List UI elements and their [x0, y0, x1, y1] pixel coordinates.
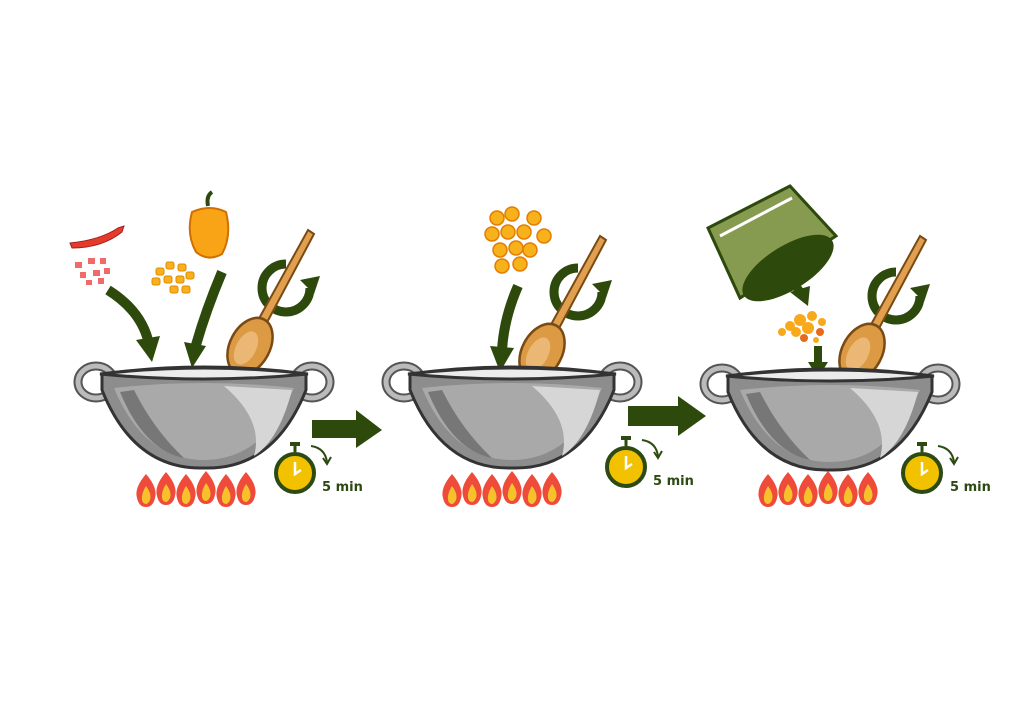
arrow-head-icon [790, 286, 810, 306]
arrow-down-icon [497, 283, 523, 351]
flames-icon [758, 471, 877, 507]
corn-icon [151, 261, 195, 294]
timer-label: 5 min [950, 480, 991, 495]
arrow-down-icon [105, 285, 153, 342]
spices-icon [778, 311, 826, 343]
step-3: 5 min [704, 184, 991, 507]
timer-label: 5 min [653, 474, 694, 489]
arrow-head-icon [184, 342, 206, 368]
timer-label: 5 min [322, 480, 363, 495]
arrow-head-icon [136, 336, 160, 362]
arrow-head-icon [490, 346, 514, 372]
step-1: 5 min [69, 190, 363, 507]
bell-pepper-icon [188, 190, 230, 259]
flames-icon [136, 471, 255, 507]
arrow-down-icon [780, 267, 804, 295]
chickpeas-icon [484, 206, 552, 274]
spice-bowl-icon [706, 184, 839, 302]
arrow-down-icon [191, 270, 227, 347]
next-step-arrow-icon [312, 396, 706, 448]
wok-icon [386, 366, 638, 468]
chopped-onion-icon [75, 258, 110, 285]
chili-icon [69, 225, 125, 249]
flames-icon [442, 471, 561, 507]
step-2: 5 min [386, 206, 694, 507]
